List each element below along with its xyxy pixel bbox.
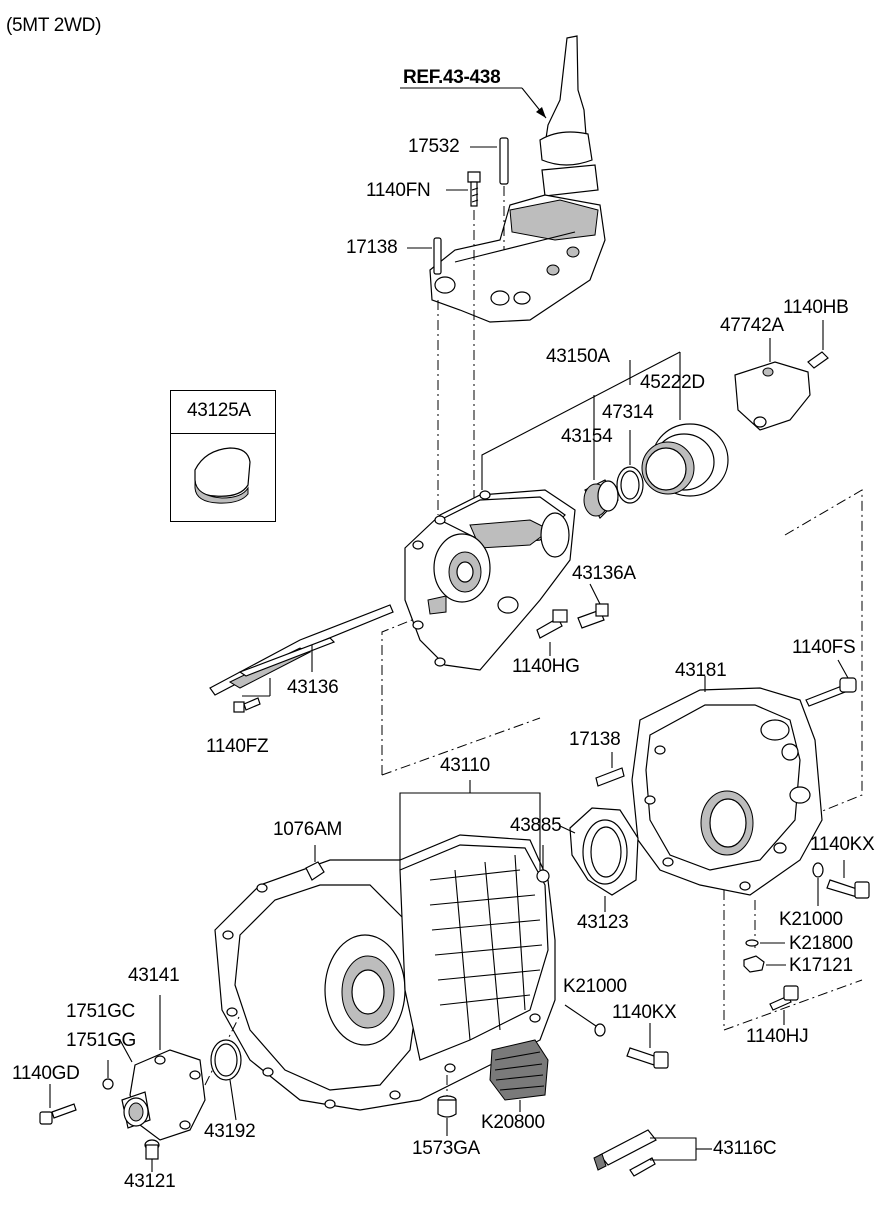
ring-43192 bbox=[210, 1039, 242, 1081]
sealant-tube-43116c bbox=[593, 1129, 657, 1177]
bolt-1140fz bbox=[233, 697, 261, 713]
label-k21000-lower: K21000 bbox=[563, 976, 627, 997]
label-1751gc: 1751GC bbox=[66, 1001, 135, 1022]
reference-arrow bbox=[400, 87, 547, 119]
label-43192: 43192 bbox=[204, 1121, 256, 1142]
label-1140kx-lower: 1140KX bbox=[612, 1002, 677, 1023]
label-1140gd: 1140GD bbox=[12, 1063, 80, 1084]
tower-fasteners bbox=[433, 137, 509, 275]
label-1140fz: 1140FZ bbox=[206, 736, 269, 757]
main-case-43110 bbox=[214, 834, 556, 1111]
label-k20800: K20800 bbox=[481, 1112, 545, 1133]
label-43150a: 43150A bbox=[546, 346, 610, 367]
label-1140hb: 1140HB bbox=[783, 297, 849, 318]
boot-k20800 bbox=[489, 1039, 549, 1101]
bolt-1140kx-lower bbox=[626, 1047, 669, 1069]
reference-link[interactable]: REF.43-438 bbox=[403, 67, 501, 88]
bolt-1140kx-upper bbox=[826, 879, 870, 899]
inset-part-43125a bbox=[194, 447, 251, 504]
bearing-retainer-43141 bbox=[121, 1049, 206, 1141]
label-47742a: 47742A bbox=[720, 315, 784, 336]
label-45222d: 45222D bbox=[640, 372, 705, 393]
inset-divider bbox=[171, 433, 275, 434]
extension-housing bbox=[404, 489, 576, 671]
label-43116c: 43116C bbox=[713, 1138, 777, 1159]
label-47314: 47314 bbox=[602, 402, 654, 423]
label-k21800: K21800 bbox=[789, 933, 853, 954]
bolt-1140hj bbox=[769, 985, 799, 1011]
label-17138-upper: 17138 bbox=[346, 237, 398, 258]
gasket-43136 bbox=[209, 604, 394, 696]
shift-tower bbox=[429, 194, 606, 323]
label-1140fs: 1140FS bbox=[792, 637, 856, 658]
label-43125a: 43125A bbox=[187, 400, 251, 421]
label-17138-lower: 17138 bbox=[569, 729, 621, 750]
label-43110: 43110 bbox=[440, 755, 490, 776]
ring-47314 bbox=[616, 466, 644, 504]
label-43136a: 43136A bbox=[572, 563, 636, 584]
label-1751gg: 1751GG bbox=[66, 1030, 137, 1051]
plug-43885 bbox=[536, 869, 550, 883]
label-43154: 43154 bbox=[561, 426, 613, 447]
plug-1076am bbox=[305, 861, 325, 881]
seal-45222d bbox=[641, 423, 729, 497]
label-1140hg: 1140HG bbox=[512, 656, 580, 677]
rear-housing-43181 bbox=[631, 687, 823, 896]
bolt-1140gd bbox=[39, 1103, 77, 1125]
sensor-43121 bbox=[144, 1139, 160, 1160]
label-1573ga: 1573GA bbox=[412, 1138, 480, 1159]
label-43885: 43885 bbox=[510, 815, 562, 836]
label-43181: 43181 bbox=[675, 660, 727, 681]
bushing-43154 bbox=[583, 479, 619, 519]
label-1140fn: 1140FN bbox=[366, 180, 431, 201]
shift-lever bbox=[539, 35, 599, 197]
inset-box-43125a bbox=[170, 390, 276, 522]
label-k17121: K17121 bbox=[789, 955, 853, 976]
label-43141: 43141 bbox=[128, 965, 180, 986]
label-1140hj: 1140HJ bbox=[746, 1026, 809, 1047]
label-k21000-upper: K21000 bbox=[779, 909, 843, 930]
label-43121: 43121 bbox=[124, 1171, 176, 1192]
bolts-43136a-1140hg bbox=[536, 603, 609, 639]
plug-1573ga bbox=[437, 1095, 457, 1118]
pin-17138-lower bbox=[595, 767, 625, 787]
label-1140kx-upper: 1140KX bbox=[810, 834, 875, 855]
washer-k21000-upper bbox=[812, 862, 824, 878]
label-43136: 43136 bbox=[287, 677, 339, 698]
label-1076am: 1076AM bbox=[273, 819, 342, 840]
variant-label: (5MT 2WD) bbox=[6, 15, 102, 36]
bracket-47742a bbox=[734, 351, 829, 431]
washer-k21000-lower bbox=[594, 1023, 606, 1037]
label-17532: 17532 bbox=[408, 136, 460, 157]
ring-k21800 bbox=[745, 939, 759, 947]
seal-43123 bbox=[569, 807, 639, 896]
bolt-1140fs bbox=[805, 677, 857, 707]
plug-k17121 bbox=[743, 955, 765, 973]
label-43123: 43123 bbox=[577, 912, 629, 933]
washer-1751gg bbox=[102, 1078, 114, 1090]
